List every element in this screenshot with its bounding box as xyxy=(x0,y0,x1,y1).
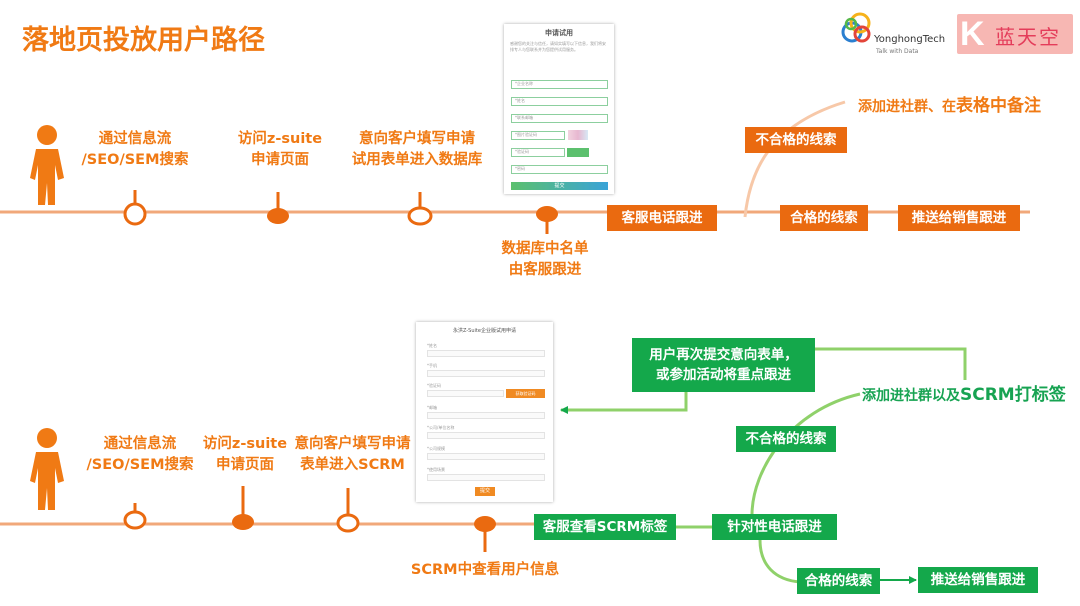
bottom-submit-button[interactable]: 提交 xyxy=(475,487,495,496)
trial-field-email[interactable]: *联系邮箱 xyxy=(511,114,608,123)
resubmit-connector xyxy=(815,347,967,380)
scrm-tag-box: 客服查看SCRM标签 xyxy=(534,514,676,540)
top-unqualified-box: 不合格的线索 xyxy=(745,127,847,153)
top-branch-curve xyxy=(743,100,846,218)
page-title: 落地页投放用户路径 xyxy=(22,25,265,56)
logo-brand: YonghongTech xyxy=(874,34,946,45)
bottom-unqualified-note-prefix: 添加进社群以及 xyxy=(862,388,960,404)
bottom-field-phone[interactable] xyxy=(427,370,545,377)
bottom-field-size[interactable] xyxy=(427,453,545,460)
bottom-get-code-button[interactable]: 获取验证码 xyxy=(506,389,545,398)
bottom-unqualified-box: 不合格的线索 xyxy=(736,426,836,452)
top-unqualified-note-big: 表格中备注 xyxy=(956,96,1041,116)
bottom-field-email[interactable] xyxy=(427,412,545,419)
bottom-branch-up xyxy=(750,392,861,516)
trial-form-desc: 感谢您的关注与信任，请如实填写以下信息，我们将安排专人与您联系并为您提供试用服务… xyxy=(510,41,606,52)
trial-submit-button[interactable]: 提交 xyxy=(511,182,608,190)
bottom-step-search: 通过信息流 /SEO/SEM搜索 xyxy=(86,436,194,473)
field-label-email: *邮箱 xyxy=(427,405,437,410)
resubmit-box: 用户再次提交意向表单， 或参加活动将重点跟进 xyxy=(632,338,815,392)
bottom-scrm-label: SCRM中查看用户信息 xyxy=(410,562,560,578)
pin-icon xyxy=(267,192,289,224)
bottom-push-sales-box: 推送给销售跟进 xyxy=(918,567,1038,593)
trial-field-password[interactable]: *密码 xyxy=(511,165,608,174)
logo-rings-icon xyxy=(841,12,871,43)
top-push-sales-box: 推送给销售跟进 xyxy=(898,205,1020,231)
person-icon xyxy=(30,428,64,510)
bottom-qualified-box: 合格的线索 xyxy=(797,568,880,594)
bottom-step-visit: 访问z-suite 申请页面 xyxy=(202,436,288,473)
partner-logo-letter: K xyxy=(960,15,985,53)
pin-icon xyxy=(474,516,496,552)
field-label-phone: *手机 xyxy=(427,363,437,368)
trial-form-title: 申请试用 xyxy=(545,29,573,37)
field-label-code: *验证码 xyxy=(427,383,441,388)
pin-icon xyxy=(407,192,433,226)
bottom-unqualified-note-big: SCRM打标签 xyxy=(960,385,1066,405)
trial-form-bottom: 永洪Z-Suite企业版试用申请 *姓名 *手机 *验证码 获取验证码 *邮箱 … xyxy=(416,322,553,502)
pin-icon xyxy=(123,190,147,226)
get-code-button[interactable] xyxy=(567,148,589,157)
bottom-field-company[interactable] xyxy=(427,432,545,439)
person-icon xyxy=(30,125,64,205)
top-unqualified-note-prefix: 添加进社群、在 xyxy=(858,99,956,115)
trial-field-captcha[interactable]: *图片验证码 xyxy=(511,131,565,140)
trial-field-company[interactable]: *企业名称 xyxy=(511,80,608,89)
top-db-label: 数据库中名单 由客服跟进 xyxy=(501,241,589,278)
partner-logo: K 蓝天空 xyxy=(957,14,1073,54)
phone-followup-box: 客服电话跟进 xyxy=(607,205,717,231)
trial-form-top: 申请试用 感谢您的关注与信任，请如实填写以下信息，我们将安排专人与您联系并为您提… xyxy=(504,24,614,194)
field-label-size: *公司规模 xyxy=(427,446,445,451)
top-step-visit: 访问z-suite 申请页面 xyxy=(237,131,323,168)
trial-form-bottom-title: 永洪Z-Suite企业版试用申请 xyxy=(453,328,516,334)
pin-icon xyxy=(336,488,360,533)
yonghong-logo: YonghongTech Talk with Data xyxy=(838,8,948,56)
bottom-unqualified-note: 添加进社群以及SCRM打标签 xyxy=(862,380,1066,405)
captcha-image xyxy=(568,130,588,140)
top-qualified-box: 合格的线索 xyxy=(780,205,868,231)
bottom-field-code[interactable] xyxy=(427,390,504,397)
trial-field-code[interactable]: *验证码 xyxy=(511,148,565,157)
logo-tagline: Talk with Data xyxy=(876,48,919,55)
trial-field-name[interactable]: *姓名 xyxy=(511,97,608,106)
field-label-name: *姓名 xyxy=(427,343,437,348)
top-step-submit: 意向客户填写申请 试用表单进入数据库 xyxy=(351,131,483,168)
top-step-search: 通过信息流 /SEO/SEM搜索 xyxy=(81,131,189,168)
field-label-scenario: *使用场景 xyxy=(427,467,445,472)
bottom-field-scenario[interactable] xyxy=(427,474,545,481)
pin-icon xyxy=(232,486,254,530)
resubmit-arrow-line xyxy=(560,392,688,414)
pin-icon xyxy=(123,503,147,530)
pin-icon xyxy=(536,206,558,234)
top-unqualified-note: 添加进社群、在表格中备注 xyxy=(858,91,1041,116)
bottom-step-submit: 意向客户填写申请 表单进入SCRM xyxy=(294,436,411,473)
field-label-company: *公司/单位名称 xyxy=(427,425,455,430)
bottom-branch-down xyxy=(758,539,801,584)
partner-logo-text: 蓝天空 xyxy=(995,25,1061,49)
targeted-call-box: 针对性电话跟进 xyxy=(712,514,837,540)
bottom-field-name[interactable] xyxy=(427,350,545,357)
